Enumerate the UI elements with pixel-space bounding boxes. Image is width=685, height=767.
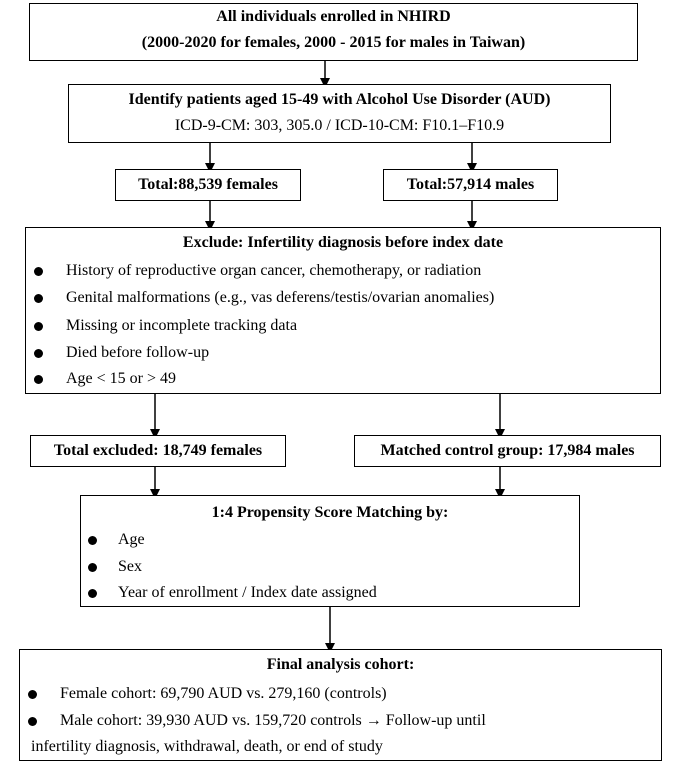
total-males-box: Total:57,914 males xyxy=(383,169,558,201)
total-females-box: Total:88,539 females xyxy=(115,169,301,201)
final-title: Final analysis cohort: xyxy=(266,656,415,673)
nhird-title: All individuals enrolled in NHIRD xyxy=(216,8,451,25)
final-item-male-continued: infertility diagnosis, withdrawal, death… xyxy=(31,738,383,755)
matched-males-box: Matched control group: 17,984 males xyxy=(354,435,661,467)
psm-box: 1:4 Propensity Score Matching by: Age Se… xyxy=(80,495,580,607)
bullet-icon xyxy=(34,349,43,358)
nhird-box: All individuals enrolled in NHIRD (2000-… xyxy=(29,3,638,61)
matched-males: Matched control group: 17,984 males xyxy=(380,442,635,459)
final-cohort-box: Final analysis cohort: Female cohort: 69… xyxy=(19,649,662,761)
total-females: Total:88,539 females xyxy=(138,176,278,193)
icd-codes: ICD-9-CM: 303, 305.0 / ICD-10-CM: F10.1–… xyxy=(174,117,505,134)
identify-box: Identify patients aged 15-49 with Alcoho… xyxy=(68,84,611,143)
exclude-box: Exclude: Infertility diagnosis before in… xyxy=(25,227,661,394)
bullet-icon xyxy=(28,690,37,699)
exclude-title: Exclude: Infertility diagnosis before in… xyxy=(182,234,504,251)
bullet-icon xyxy=(34,322,43,331)
bullet-icon xyxy=(28,717,37,726)
excluded-females-box: Total excluded: 18,749 females xyxy=(30,435,286,467)
total-males: Total:57,914 males xyxy=(406,176,535,193)
psm-title: 1:4 Propensity Score Matching by: xyxy=(211,504,449,521)
bullet-icon xyxy=(88,536,97,545)
bullet-icon xyxy=(34,294,43,303)
bullet-icon xyxy=(88,589,97,598)
bullet-icon xyxy=(88,563,97,572)
excluded-females: Total excluded: 18,749 females xyxy=(53,442,263,459)
identify-title: Identify patients aged 15-49 with Alcoho… xyxy=(128,91,551,108)
bullet-icon xyxy=(34,375,43,384)
bullet-icon xyxy=(34,267,43,276)
nhird-years: (2000-2020 for females, 2000 - 2015 for … xyxy=(141,34,526,51)
